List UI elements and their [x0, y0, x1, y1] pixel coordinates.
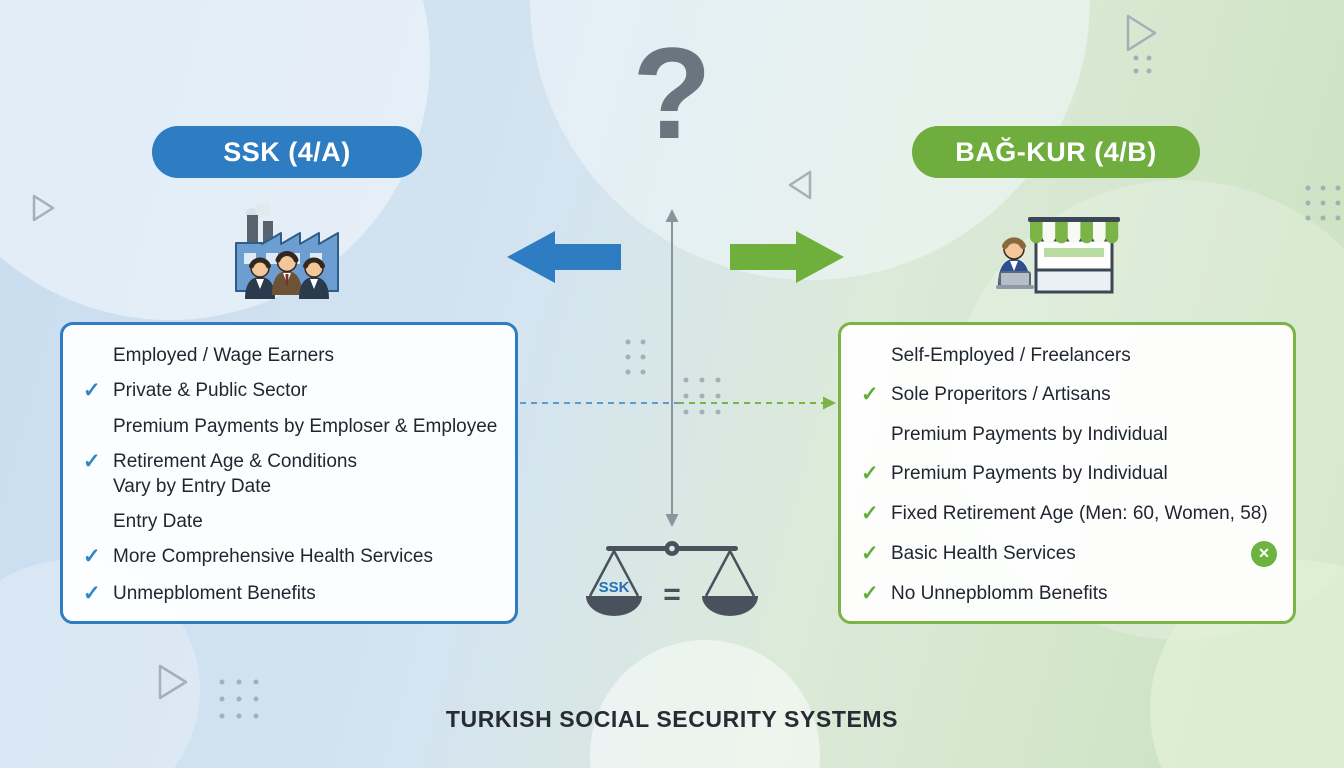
right-arrow-icon	[730, 231, 844, 283]
list-item: Premium Payments by Emploser & Employee	[83, 414, 499, 439]
list-item-text: Sole Properitors / Artisans	[891, 383, 1111, 405]
list-item: Self-Employed / Freelancers	[861, 343, 1277, 368]
list-item-text: Premium Payments by Individual	[891, 423, 1168, 445]
ssk-badge: SSK (4/A)	[152, 126, 422, 178]
check-icon: ✓	[861, 581, 879, 605]
freelancer-icon	[996, 237, 1034, 289]
list-item-text: Retirement Age & Conditions Vary by Entr…	[113, 451, 357, 498]
vertical-axis-line	[665, 209, 679, 527]
list-item: ✓ More Comprehensive Health Services	[83, 544, 499, 570]
list-item: ✓ Basic Health Services ✕	[861, 540, 1277, 567]
balance-scale-icon: SSK =	[586, 541, 758, 616]
list-item: Employed / Wage Earners	[83, 343, 499, 368]
list-item-text: Entry Date	[113, 511, 203, 533]
scale-equals-sign: =	[663, 578, 681, 611]
list-item: ✓ Fixed Retirement Age (Men: 60, Women, …	[861, 501, 1277, 527]
list-item: Entry Date	[83, 509, 499, 534]
freelancer-storefront-icon	[996, 217, 1120, 294]
list-item-text: Premium Payments by Emploser & Employee	[113, 416, 498, 438]
check-icon: ✓	[83, 379, 101, 403]
x-circle-icon: ✕	[1251, 540, 1277, 567]
list-item-text: Fixed Retirement Age (Men: 60, Women, 58…	[891, 502, 1268, 524]
list-item: ✓ Private & Public Sector	[83, 378, 499, 404]
list-item-text: Self-Employed / Freelancers	[891, 345, 1131, 366]
check-icon: ✓	[83, 450, 101, 474]
check-icon: ✓	[83, 545, 101, 569]
list-item-text: Private & Public Sector	[113, 380, 308, 402]
check-icon: ✓	[83, 581, 101, 605]
bagkur-badge: BAĞ-KUR (4/B)	[912, 126, 1200, 178]
decor-circle	[590, 640, 820, 768]
list-item: ✓ Sole Properitors / Artisans	[861, 382, 1277, 408]
worker-icon	[245, 257, 275, 299]
check-icon: ✓	[861, 461, 879, 485]
left-arrow-icon	[507, 231, 621, 283]
worker-icon	[272, 251, 302, 295]
ssk-panel: Employed / Wage Earners ✓ Private & Publ…	[60, 322, 518, 624]
question-mark: ?	[632, 20, 712, 166]
page-title: TURKISH SOCIAL SECURITY SYSTEMS	[445, 706, 899, 732]
list-item-text: Unmepbloment Benefits	[113, 582, 316, 604]
check-icon: ✓	[861, 382, 879, 406]
check-icon: ✓	[861, 501, 879, 525]
list-item-text: Employed / Wage Earners	[113, 345, 335, 366]
list-item: ✓ Premium Payments by Individual	[861, 461, 1277, 487]
list-item: ✓ Retirement Age & Conditions Vary by En…	[83, 449, 499, 499]
bagkur-panel: Self-Employed / Freelancers ✓ Sole Prope…	[838, 322, 1296, 624]
factory-workers-icon	[235, 203, 339, 299]
list-item-text: Basic Health Services	[891, 542, 1076, 564]
dashed-connector-line	[520, 396, 836, 410]
list-item: ✓ Unmepbloment Benefits	[83, 581, 499, 607]
awning-icon	[1030, 222, 1119, 244]
scale-ssk-label: SSK	[599, 579, 630, 596]
check-icon: ✓	[861, 541, 879, 565]
list-item-text: No Unnepblomm Benefits	[891, 582, 1108, 604]
list-item: Premium Payments by Individual	[861, 422, 1277, 447]
list-item-text: Premium Payments by Individual	[891, 462, 1168, 484]
worker-icon	[299, 257, 329, 299]
list-item-text: More Comprehensive Health Services	[113, 546, 433, 568]
list-item: ✓ No Unnepblomm Benefits	[861, 581, 1277, 607]
